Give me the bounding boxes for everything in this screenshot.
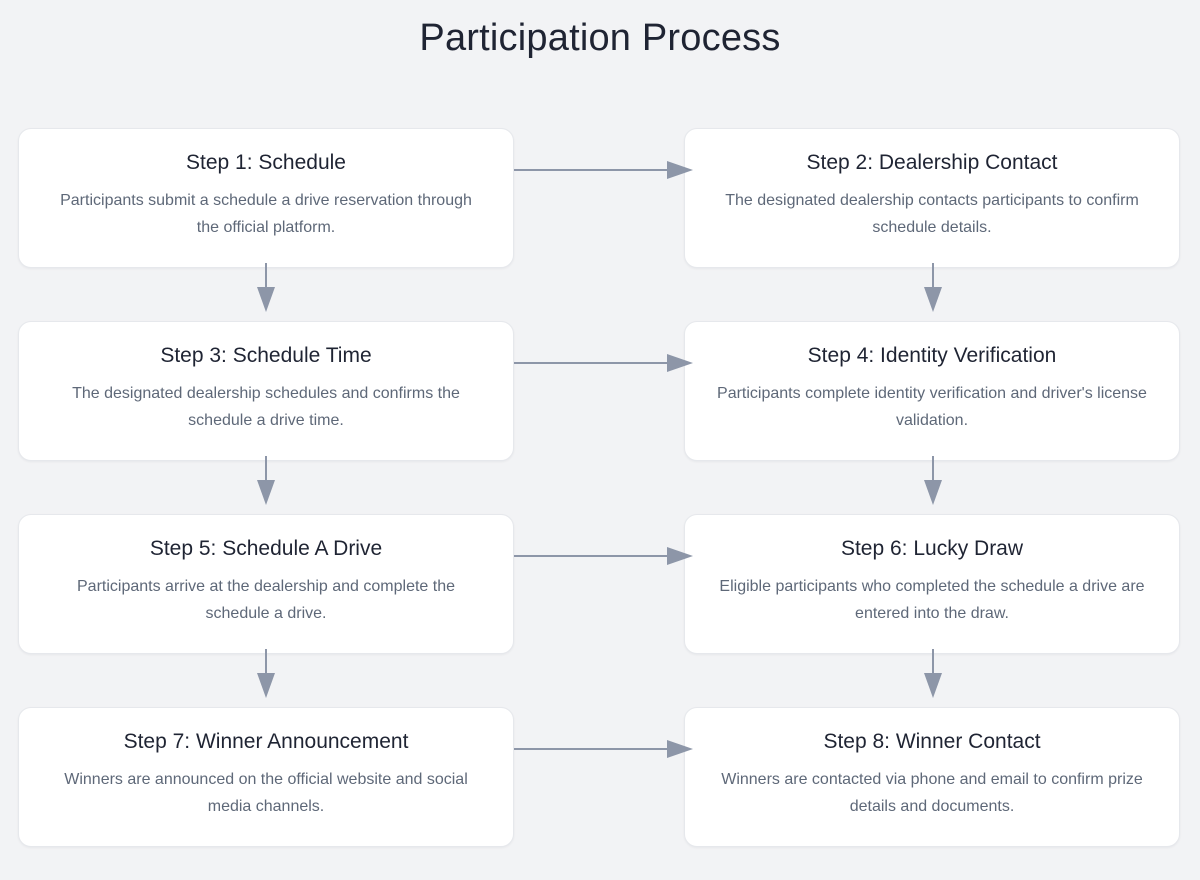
flow-node-description: Participants complete identity verificat… [717,384,1147,430]
flow-edge-step-6-to-step-8 [921,649,945,707]
flow-node-step-7[interactable]: Step 7: Winner Announcement Winners are … [18,707,514,847]
flow-edge-step-3-to-step-5 [254,456,278,514]
flow-node-title: Step 2: Dealership Contact [806,151,1058,175]
flow-node-title: Step 4: Identity Verification [807,344,1057,368]
flow-edge-step-3-to-step-4 [514,352,700,374]
flow-node-title: Step 5: Schedule A Drive [149,537,383,561]
flow-node-description: Participants arrive at the dealership an… [77,577,455,623]
flow-node-title: Step 8: Winner Contact [823,730,1041,754]
flow-node-title: Step 3: Schedule Time [160,344,372,368]
flow-node-step-3[interactable]: Step 3: Schedule Time The designated dea… [18,321,514,461]
flow-edge-step-5-to-step-6 [514,545,700,567]
flow-edge-step-7-to-step-8 [514,738,700,760]
flow-node-description: Participants submit a schedule a drive r… [60,191,472,237]
flow-edge-step-5-to-step-7 [254,649,278,707]
flow-node-description: Eligible participants who completed the … [719,577,1145,623]
flow-edge-step-4-to-step-6 [921,456,945,514]
flow-node-step-1[interactable]: Step 1: Schedule Participants submit a s… [18,128,514,268]
flow-node-title: Step 7: Winner Announcement [123,730,409,754]
flow-edge-step-1-to-step-3 [254,263,278,321]
flow-node-step-6[interactable]: Step 6: Lucky Draw Eligible participants… [684,514,1180,654]
flow-node-step-5[interactable]: Step 5: Schedule A Drive Participants ar… [18,514,514,654]
page-title: Participation Process [419,17,781,59]
flow-node-title: Step 6: Lucky Draw [840,537,1024,561]
flow-node-description: The designated dealership contacts parti… [725,191,1139,237]
flow-node-step-4[interactable]: Step 4: Identity Verification Participan… [684,321,1180,461]
flow-edge-step-1-to-step-2 [514,159,700,181]
flow-node-title: Step 1: Schedule [186,151,346,175]
flow-node-description: Winners are contacted via phone and emai… [721,770,1143,816]
flow-node-step-8[interactable]: Step 8: Winner Contact Winners are conta… [684,707,1180,847]
flow-node-description: Winners are announced on the official we… [64,770,468,816]
flow-edge-step-2-to-step-4 [921,263,945,321]
flow-node-step-2[interactable]: Step 2: Dealership Contact The designate… [684,128,1180,268]
flow-node-description: The designated dealership schedules and … [72,384,460,430]
